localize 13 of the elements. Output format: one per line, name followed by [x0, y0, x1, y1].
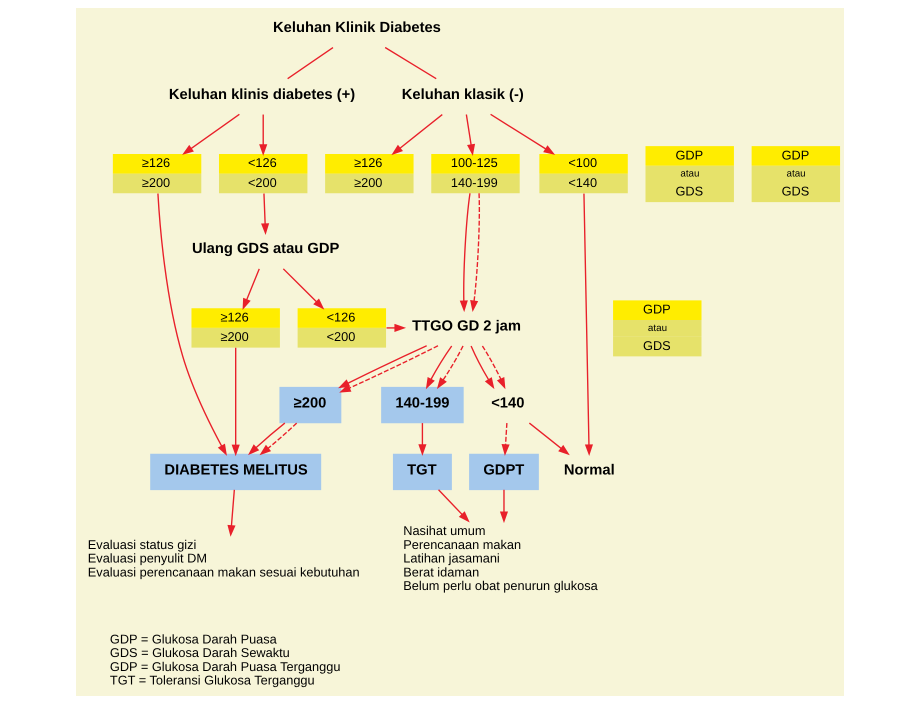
label: TGT = Toleransi Glukosa Terganggu: [110, 672, 315, 688]
node-text: Ulang GDS atau GDP: [192, 241, 340, 258]
node-text: Nasihat umum Perencanaan makan Latihan jasamani Berat idaman Belum perlu obat penurun glukosa: [403, 523, 598, 594]
node-text: TTGO GD 2 jam: [412, 318, 521, 334]
node-text: Evaluasi status gizi Evaluasi penyulit DM Evaluasi perencanaan makan sesuai kebutuhan: [88, 536, 360, 580]
label: GDP = Glukosa Darah Puasa: [110, 631, 277, 646]
node-text: Normal: [564, 462, 615, 478]
node-text: Keluhan klinis diabetes (+): [168, 86, 356, 103]
node-text: <140: [491, 396, 524, 412]
label: GDS = Glukosa Darah Sewaktu: [110, 645, 290, 660]
node-text: Keluhan klasik (-): [402, 86, 524, 103]
label: GDP = Glukosa Darah Puasa Terganggu: [110, 658, 340, 674]
node-text: Keluhan Klinik Diabetes: [273, 20, 441, 36]
